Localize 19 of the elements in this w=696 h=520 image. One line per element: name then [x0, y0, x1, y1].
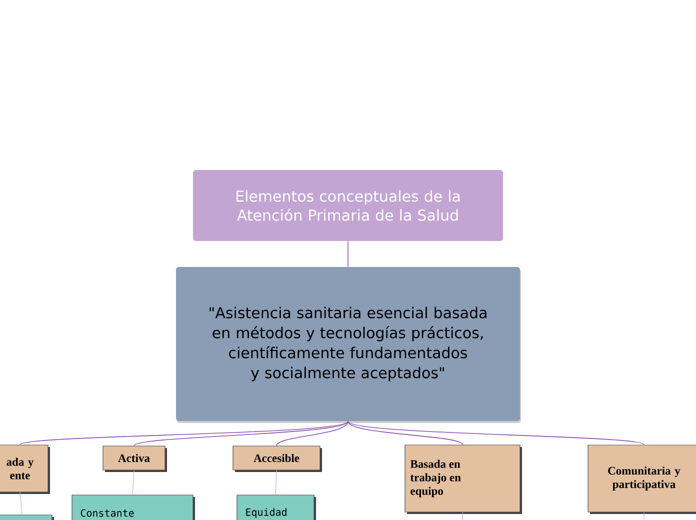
connector-line: [348, 420, 463, 446]
definition-box: "Asistencia sanitaria esencial basada en métodos y tecnologías prácticos, científicamente fundamentados y socialmente aceptados": [176, 267, 521, 423]
category-box: ada y ente: [0, 444, 50, 494]
connector-line: [20, 420, 348, 446]
title-box: Elementos conceptuales de la Atención Primaria de la Salud: [193, 170, 503, 241]
connector-line: [20, 492, 22, 515]
connector-line: [132, 470, 134, 495]
connector-line: [275, 470, 277, 495]
connector-line: [276, 420, 348, 446]
category-box: Comunitaria y participativa: [588, 444, 696, 514]
category-box: Basada en trabajo en equipo: [404, 444, 522, 514]
category-box: Activa: [102, 446, 167, 472]
category-box: Accesible: [232, 446, 322, 472]
detail-box: Equidad: [236, 494, 316, 520]
connector-line: [462, 512, 463, 520]
connector-line: [134, 420, 348, 446]
detail-box: [0, 514, 54, 520]
connector-line: [348, 420, 644, 446]
detail-box: Constante: [72, 494, 195, 520]
